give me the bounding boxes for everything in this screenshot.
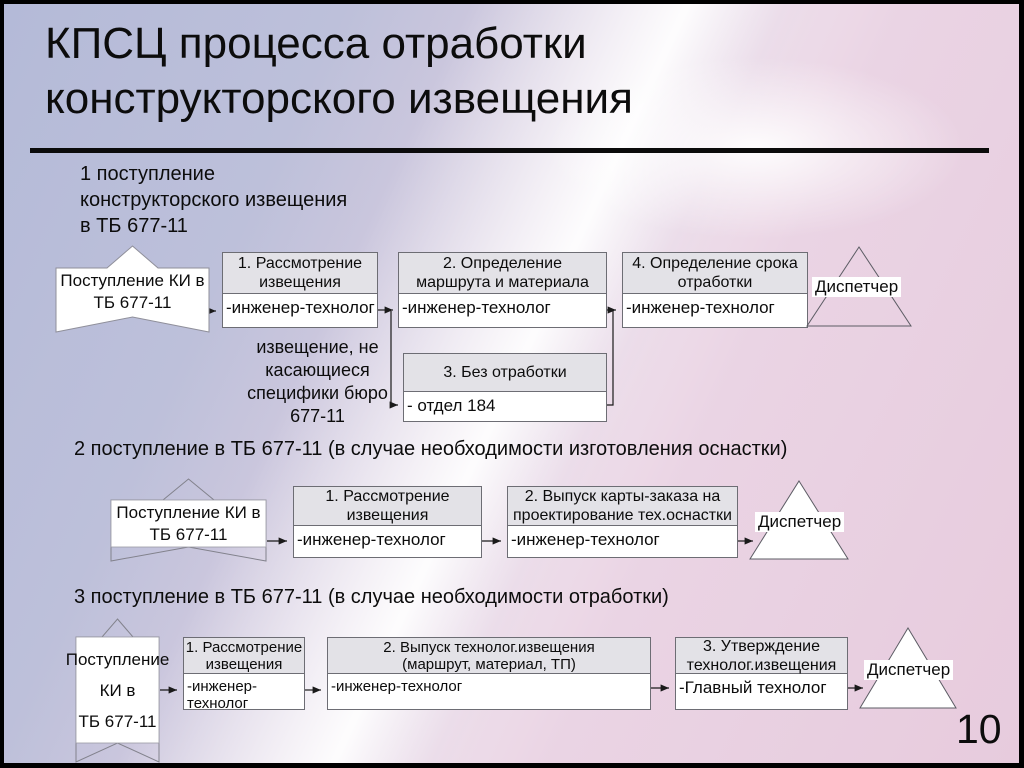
process-box-1-4: 4. Определение срока отработки -инженер-… xyxy=(622,252,808,328)
process-box-1-3: 3. Без отработки - отдел 184 xyxy=(403,353,607,422)
slide-title: КПСЦ процесса отработки конструкторского… xyxy=(45,19,633,123)
box-body: -инженер-технолог xyxy=(187,678,257,712)
box-body: - отдел 184 xyxy=(407,396,496,415)
input-arrow-2: Поступление КИ в ТБ 677-11 xyxy=(110,478,267,562)
dispatcher-label-3: Диспетчер xyxy=(864,660,954,680)
box-header: 1. Рассмотрение извещения xyxy=(184,638,304,674)
input-arrow-1: Поступление КИ в ТБ 677-11 xyxy=(55,245,210,333)
box-body: -инженер-технолог xyxy=(511,530,660,549)
arrow-up-shape-icon xyxy=(55,245,210,333)
box-body: -инженер-технолог xyxy=(331,678,463,695)
page-number: 10 xyxy=(956,706,1002,752)
note-text: извещение, не касающиеся специфики бюро … xyxy=(247,337,388,426)
section-3-heading: 3 поступление в ТБ 677-11 (в случае необ… xyxy=(74,586,669,608)
input-arrow-1-label: Поступление КИ в ТБ 677-11 xyxy=(60,271,205,312)
section-2-heading: 2 поступление в ТБ 677-11 (в случае необ… xyxy=(74,438,788,460)
box-header: 2. Выпуск технолог.извещения (маршрут, м… xyxy=(328,638,650,674)
box-header: 2. Выпуск карты-заказа на проектирование… xyxy=(508,487,737,526)
process-box-1-1: 1. Рассмотрение извещения -инженер-техно… xyxy=(222,252,378,328)
box-header: 1. Рассмотрение извещения xyxy=(294,487,481,526)
input-arrow-3: Поступление КИ в ТБ 677-11 xyxy=(65,618,170,763)
section-1-heading: 1 поступление конструкторского извещения… xyxy=(80,163,348,237)
box-body: -Главный технолог xyxy=(679,678,827,697)
dispatcher-label-1: Диспетчер xyxy=(812,277,902,297)
process-box-1-2: 2. Определение маршрута и материала -инж… xyxy=(398,252,607,328)
process-box-2-2: 2. Выпуск карты-заказа на проектирование… xyxy=(507,486,738,558)
input-arrow-3-label: Поступление КИ в ТБ 677-11 xyxy=(65,649,170,731)
process-box-3-2: 2. Выпуск технолог.извещения (маршрут, м… xyxy=(327,637,651,710)
box-body: -инженер-технолог xyxy=(297,530,446,549)
title-underline xyxy=(30,148,989,153)
box-header: 3. Без отработки xyxy=(404,354,606,392)
box-body: -инженер-технолог xyxy=(402,298,551,317)
dispatcher-label-2: Диспетчер xyxy=(755,512,845,532)
box-body: -инженер-технолог xyxy=(626,298,775,317)
arrow-up-shape-icon xyxy=(75,618,160,763)
box-header: 2. Определение маршрута и материала xyxy=(399,253,606,294)
box-header: 1. Рассмотрение извещения xyxy=(223,253,377,294)
box-header: 4. Определение срока отработки xyxy=(623,253,807,294)
input-arrow-2-label: Поступление КИ в ТБ 677-11 xyxy=(116,503,261,544)
process-box-3-3: 3. Утверждение технолог.извещения -Главн… xyxy=(675,637,848,710)
process-box-3-1: 1. Рассмотрение извещения -инженер-техно… xyxy=(183,637,305,712)
arrow-up-shape-icon xyxy=(110,478,267,562)
box-body: -инженер-технолог xyxy=(226,298,375,317)
process-box-2-1: 1. Рассмотрение извещения -инженер-техно… xyxy=(293,486,482,558)
box-header: 3. Утверждение технолог.извещения xyxy=(676,638,847,674)
